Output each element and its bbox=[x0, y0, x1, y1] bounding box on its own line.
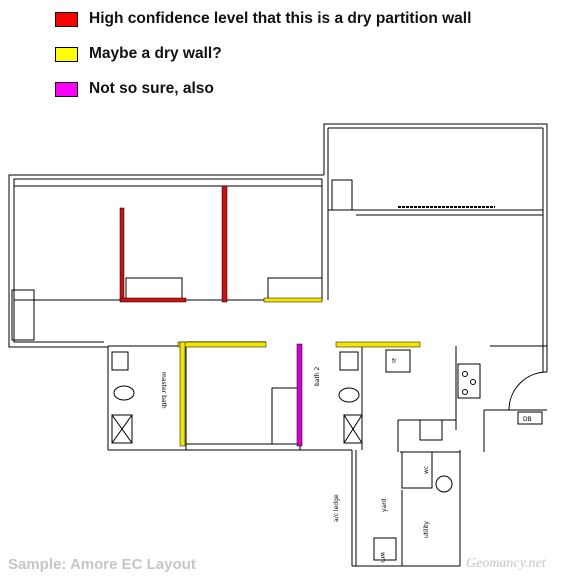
stove-burner-1 bbox=[462, 371, 468, 377]
legend-item-red: High confidence level that this is a dry… bbox=[55, 8, 471, 30]
legend: High confidence level that this is a dry… bbox=[0, 0, 566, 110]
wc-room bbox=[401, 451, 433, 489]
door-swing bbox=[508, 371, 548, 411]
wall-yellow-4 bbox=[335, 341, 421, 348]
wall-magenta-1 bbox=[296, 343, 303, 447]
kitchen-sink bbox=[419, 419, 443, 441]
label-db: DB bbox=[523, 416, 532, 423]
fridge bbox=[385, 349, 411, 373]
wall-yellow-3 bbox=[179, 341, 186, 447]
label-fridge: fr bbox=[392, 358, 397, 365]
wardrobe-3 bbox=[271, 387, 299, 445]
legend-label-red: High confidence level that this is a dry… bbox=[89, 10, 472, 27]
master-bath-toilet bbox=[113, 385, 135, 401]
stove bbox=[457, 363, 481, 399]
label-ac-ledge: a/c ledge bbox=[333, 494, 340, 522]
legend-swatch-magenta bbox=[55, 81, 78, 97]
column-top-right bbox=[331, 179, 353, 211]
legend-label-yellow: Maybe a dry wall? bbox=[89, 45, 222, 62]
label-wm: wm bbox=[379, 552, 386, 563]
wall-red-3 bbox=[221, 185, 228, 303]
outer-wall-left-inner bbox=[13, 178, 322, 343]
wardrobe-left bbox=[11, 289, 35, 341]
wall-red-1 bbox=[119, 207, 125, 301]
shower-x2 bbox=[111, 414, 133, 444]
stove-burner-3 bbox=[462, 389, 468, 395]
label-master-bath: master bath bbox=[160, 372, 167, 409]
partition-walls bbox=[119, 185, 421, 447]
db-box bbox=[517, 411, 543, 425]
legend-swatch-yellow bbox=[55, 46, 78, 62]
wardrobe-1 bbox=[125, 277, 183, 301]
legend-swatch-red bbox=[55, 11, 78, 27]
bath-block-outline bbox=[108, 345, 184, 347]
legend-label-magenta: Not so sure, also bbox=[89, 80, 214, 97]
outer-wall-upper-right bbox=[323, 123, 548, 372]
wc-toilet bbox=[435, 475, 453, 493]
legend-item-yellow: Maybe a dry wall? bbox=[55, 43, 222, 65]
wall-red-2 bbox=[119, 297, 187, 303]
label-bath-2: bath 2 bbox=[314, 366, 321, 386]
label-yard: yard bbox=[381, 498, 388, 512]
bath2-shower bbox=[343, 414, 363, 444]
bath2-toilet bbox=[338, 387, 360, 403]
label-wc: wc bbox=[423, 466, 430, 474]
wm-box bbox=[373, 537, 397, 561]
bath2-shower-x2 bbox=[343, 414, 363, 444]
master-bath-shower bbox=[111, 414, 133, 444]
plan-walls bbox=[8, 123, 548, 567]
wardrobe-2 bbox=[267, 277, 323, 301]
wall-yellow-1 bbox=[263, 297, 323, 303]
label-utility: utility bbox=[423, 520, 430, 538]
stove-burner-2 bbox=[470, 379, 476, 385]
wall-yellow-2 bbox=[177, 341, 267, 348]
master-bath-vanity bbox=[111, 351, 129, 371]
caption: Sample: Amore EC Layout bbox=[8, 556, 196, 573]
legend-item-magenta: Not so sure, also bbox=[55, 78, 214, 100]
bath2-vanity bbox=[339, 351, 359, 371]
watermark: Geomancy.net bbox=[466, 556, 546, 571]
